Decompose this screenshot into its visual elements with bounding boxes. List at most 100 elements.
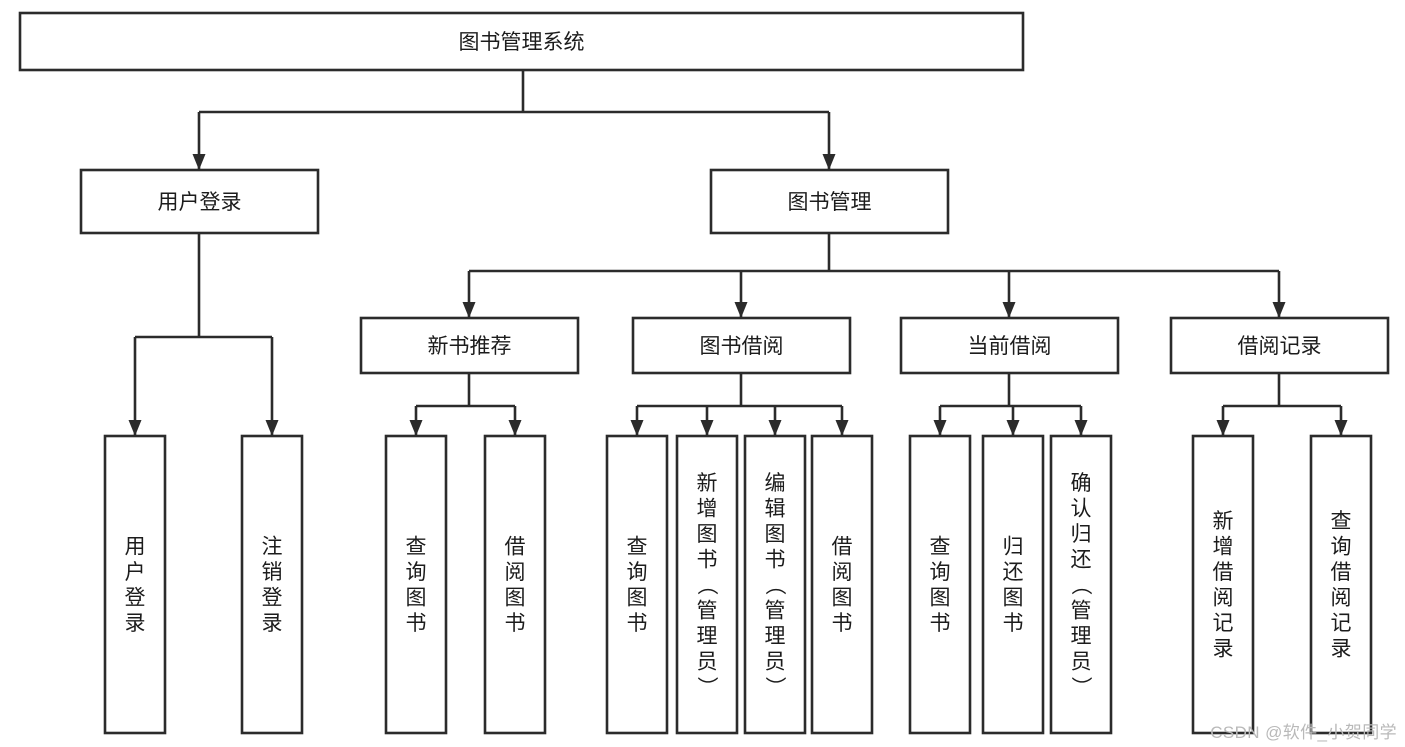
node-root[interactable]: 图书管理系统 xyxy=(18,11,1025,72)
node-label-leaf-add-book-char-3: 书 xyxy=(697,548,718,571)
node-label-leaf-confirm-return-char-0: 确 xyxy=(1071,472,1092,495)
node-user-login[interactable]: 用户登录 xyxy=(79,168,320,235)
node-label-leaf-query-book-3-char-1: 询 xyxy=(930,561,951,584)
node-new-book-recommend[interactable]: 新书推荐 xyxy=(359,316,580,375)
node-label-leaf-query-record-char-5: 录 xyxy=(1331,638,1352,661)
node-label-leaf-add-record-char-4: 记 xyxy=(1213,612,1234,635)
node-label-leaf-query-record-char-0: 查 xyxy=(1331,510,1352,533)
edge-arrowhead xyxy=(409,420,423,436)
node-book-management[interactable]: 图书管理 xyxy=(709,168,950,235)
node-box-leaf-borrow-book-2[interactable] xyxy=(810,434,874,735)
node-box-current-borrow[interactable] xyxy=(899,316,1120,375)
node-label-leaf-add-record-char-3: 阅 xyxy=(1213,587,1234,610)
node-label-leaf-add-record-char-5: 录 xyxy=(1213,638,1234,661)
node-box-leaf-query-book-1[interactable] xyxy=(384,434,448,735)
node-leaf-user-login[interactable]: 用户登录 xyxy=(103,434,167,735)
node-box-leaf-add-book[interactable] xyxy=(675,434,739,735)
node-label-leaf-logout-char-3: 录 xyxy=(262,612,283,635)
connector-book-borrow-bus xyxy=(630,373,849,436)
node-label-leaf-confirm-return-char-8: ） xyxy=(1069,676,1092,697)
node-label-leaf-add-book-char-7: 员 xyxy=(697,650,718,673)
edge-arrowhead xyxy=(822,154,836,170)
node-label-leaf-user-login-char-3: 录 xyxy=(125,612,146,635)
node-label-leaf-confirm-return-char-6: 理 xyxy=(1071,625,1092,648)
connector-borrow-record-bus xyxy=(1216,373,1348,436)
node-label-leaf-query-book-1-char-1: 询 xyxy=(406,561,427,584)
node-box-leaf-add-record[interactable] xyxy=(1191,434,1255,735)
node-box-book-management[interactable] xyxy=(709,168,950,235)
connector-user-login-bus xyxy=(128,233,279,436)
node-box-leaf-query-record[interactable] xyxy=(1309,434,1373,735)
node-label-leaf-query-record-char-3: 阅 xyxy=(1331,587,1352,610)
node-box-root[interactable] xyxy=(18,11,1025,72)
node-box-user-login[interactable] xyxy=(79,168,320,235)
node-box-book-borrow[interactable] xyxy=(631,316,852,375)
node-label-book-borrow: 图书借阅 xyxy=(700,335,784,358)
node-current-borrow[interactable]: 当前借阅 xyxy=(899,316,1120,375)
node-label-leaf-add-book-char-1: 增 xyxy=(697,497,718,520)
node-label-leaf-return-book-char-1: 还 xyxy=(1003,561,1024,584)
node-box-leaf-confirm-return[interactable] xyxy=(1049,434,1113,735)
node-label-leaf-borrow-book-1-char-1: 阅 xyxy=(505,561,526,584)
node-box-leaf-edit-book[interactable] xyxy=(743,434,807,735)
node-label-leaf-borrow-book-2-char-2: 图 xyxy=(832,587,853,610)
connector-edges-layer xyxy=(128,70,1348,436)
node-label-root: 图书管理系统 xyxy=(459,31,585,54)
edge-arrowhead xyxy=(700,420,714,436)
node-label-leaf-logout-char-1: 销 xyxy=(262,561,283,584)
edge-arrowhead xyxy=(462,302,476,318)
node-book-borrow[interactable]: 图书借阅 xyxy=(631,316,852,375)
node-label-leaf-query-record-char-4: 记 xyxy=(1331,612,1352,635)
edge-arrowhead xyxy=(1216,420,1230,436)
node-label-leaf-borrow-book-1-char-2: 图 xyxy=(505,587,526,610)
node-label-leaf-borrow-book-2-char-1: 阅 xyxy=(832,561,853,584)
edge-arrowhead xyxy=(768,420,782,436)
node-label-leaf-edit-book-char-8: ） xyxy=(763,676,786,697)
node-label-leaf-query-book-2-char-0: 查 xyxy=(627,536,648,559)
node-box-leaf-user-login[interactable] xyxy=(103,434,167,735)
node-box-leaf-return-book[interactable] xyxy=(981,434,1045,735)
node-label-leaf-confirm-return-char-2: 归 xyxy=(1071,523,1092,546)
edge-arrowhead xyxy=(1074,420,1088,436)
node-label-leaf-query-book-2-char-1: 询 xyxy=(627,561,648,584)
edge-arrowhead xyxy=(1272,302,1286,318)
node-label-leaf-query-book-1-char-3: 书 xyxy=(406,612,427,635)
node-label-leaf-query-record-char-1: 询 xyxy=(1331,536,1352,559)
edge-arrowhead xyxy=(933,420,947,436)
node-label-leaf-confirm-return-char-3: 还 xyxy=(1071,548,1092,571)
node-label-new-book-recommend: 新书推荐 xyxy=(428,335,512,358)
node-box-borrow-record[interactable] xyxy=(1169,316,1390,375)
node-label-leaf-edit-book-char-3: 书 xyxy=(765,548,786,571)
edge-arrowhead xyxy=(835,420,849,436)
node-label-leaf-add-book-char-6: 理 xyxy=(697,625,718,648)
node-label-leaf-confirm-return-char-7: 员 xyxy=(1071,650,1092,673)
node-borrow-record[interactable]: 借阅记录 xyxy=(1169,316,1390,375)
node-box-leaf-query-book-3[interactable] xyxy=(908,434,972,735)
node-label-leaf-return-book-char-2: 图 xyxy=(1003,587,1024,610)
node-label-leaf-confirm-return-char-4: （ xyxy=(1069,574,1092,595)
node-box-leaf-borrow-book-1[interactable] xyxy=(483,434,547,735)
connector-book-management-bus xyxy=(462,233,1286,318)
node-boxes-layer: 图书管理系统用户登录图书管理新书推荐图书借阅当前借阅借阅记录用户登录注销登录查询… xyxy=(18,11,1390,735)
node-box-leaf-query-book-2[interactable] xyxy=(605,434,669,735)
node-label-leaf-query-book-2-char-3: 书 xyxy=(627,612,648,635)
node-label-leaf-query-book-3-char-3: 书 xyxy=(930,612,951,635)
node-label-leaf-query-book-1-char-2: 图 xyxy=(406,587,427,610)
node-box-new-book-recommend[interactable] xyxy=(359,316,580,375)
csdn-watermark: CSDN @软件_小贺同学 xyxy=(1210,723,1397,742)
node-label-leaf-logout-char-0: 注 xyxy=(262,536,283,559)
node-box-leaf-logout[interactable] xyxy=(240,434,304,735)
